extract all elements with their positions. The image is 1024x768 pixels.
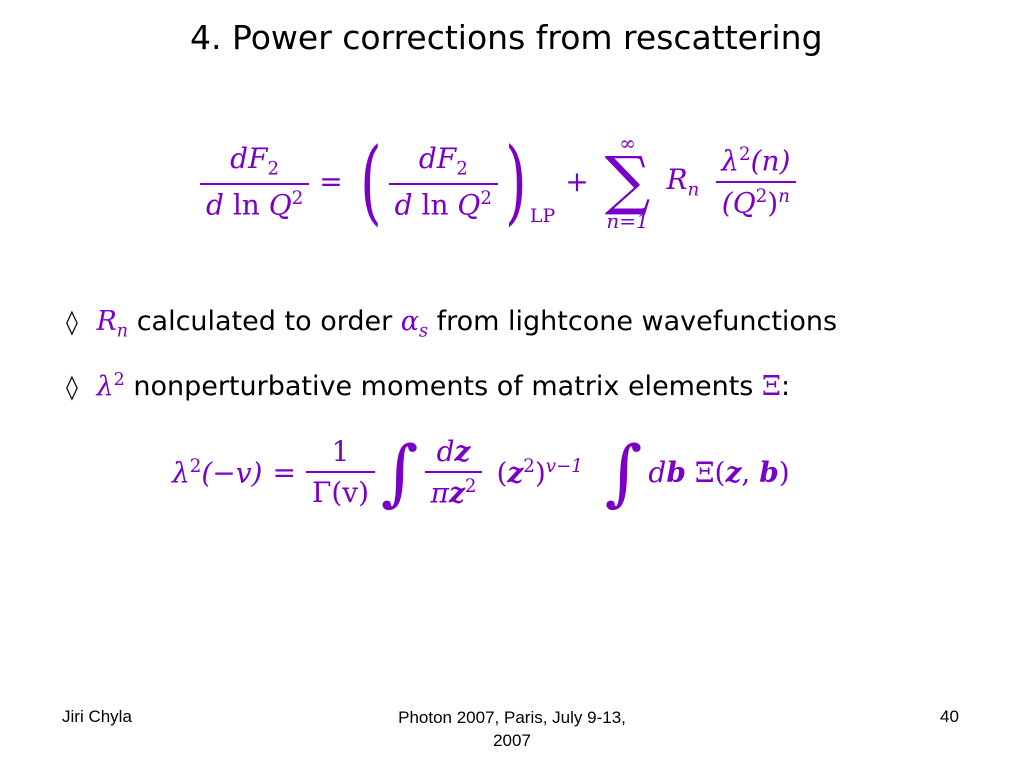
integral-z: ∫ (381, 430, 419, 515)
rn-symbol: Rn (96, 306, 129, 342)
equals-sign: = (319, 165, 343, 199)
r-coefficient: Rn (666, 163, 700, 201)
left-paren: ( (359, 127, 382, 235)
lambda-squared-symbol: λ2 (96, 370, 125, 402)
dz-fraction: dz πz2 (424, 435, 483, 509)
footer-author: Jiri Chyla (62, 707, 132, 726)
equation-lambda-moments: λ2(−v) = 1 Γ(v) ∫ dz πz2 (z2)v−1 ∫ db Ξ(… (172, 435, 790, 509)
lhs-fraction: dF2 d ln Q2 (200, 142, 310, 221)
z-power-term: (z2)v−1 (496, 455, 583, 489)
xi-term: db Ξ(z, b) (648, 455, 790, 489)
lp-fraction: dF2 d ln Q2 (388, 142, 498, 221)
summation: ∞ ∑ n=1 (604, 131, 651, 233)
diamond-icon: ◊ (66, 373, 78, 401)
integral-b: ∫ (604, 430, 643, 515)
footer-page-number: 40 (940, 707, 959, 726)
xi-symbol: Ξ (761, 371, 781, 402)
diamond-icon: ◊ (66, 308, 78, 336)
title-number: 4. (190, 18, 222, 57)
equals-sign: = (272, 455, 296, 489)
lp-subscript: LP (529, 204, 556, 227)
lambda-lhs: λ2(−v) (172, 455, 263, 489)
plus-sign: + (565, 165, 589, 199)
bullet-lambda: ◊ λ2 nonperturbative moments of matrix e… (66, 370, 791, 402)
gamma-fraction: 1 Γ(v) (305, 435, 376, 509)
alpha-s-symbol: αs (400, 306, 429, 342)
sigma-symbol: ∑ (604, 144, 651, 218)
title-text: Power corrections from rescattering (232, 18, 823, 57)
equation-power-corrections: dF2 d ln Q2 = ( dF2 d ln Q2 ) LP + ∞ ∑ n… (200, 133, 796, 231)
footer-event: Photon 2007, Paris, July 9-13, 2007 (398, 708, 626, 750)
lambda-fraction: λ2(n) (Q2)n (715, 144, 796, 219)
bullet-rn: ◊ Rn calculated to order αs from lightco… (66, 306, 838, 342)
right-paren: ) (505, 127, 527, 235)
slide-title: 4. Power corrections from rescattering (190, 18, 823, 57)
